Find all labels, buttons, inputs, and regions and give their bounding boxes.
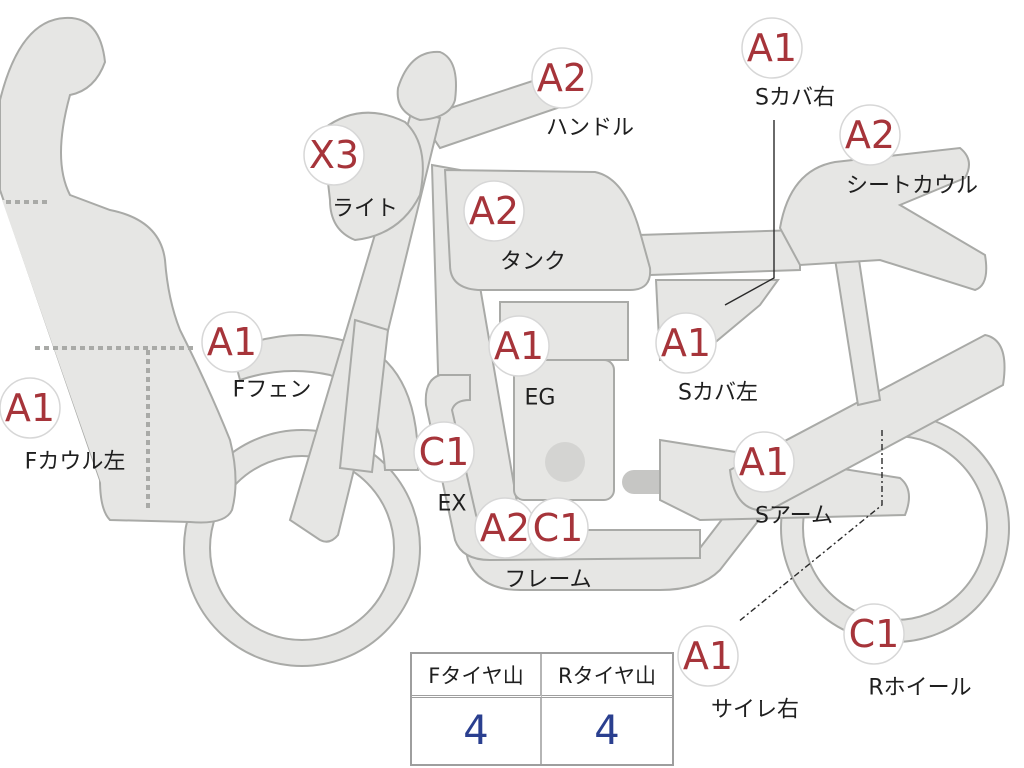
seat-cowl-shape — [778, 146, 988, 292]
label-light: ライト — [332, 197, 398, 222]
tire-tread-table: Fタイヤ山 Rタイヤ山 4 4 — [410, 652, 674, 766]
exhaust-shape — [424, 374, 701, 562]
mirror-shape — [396, 50, 457, 122]
svg-text:A2: A2 — [537, 56, 587, 100]
front-tread-value[interactable]: 4 — [412, 698, 542, 764]
silencer-shape — [728, 333, 1006, 512]
badge-light[interactable]: X3 — [303, 124, 365, 186]
svg-text:C1: C1 — [849, 612, 900, 656]
leader-s-cover-right — [724, 120, 775, 306]
badge-s-cover-right[interactable]: A1 — [741, 17, 803, 79]
svg-text:A1: A1 — [5, 386, 55, 430]
svg-text:C1: C1 — [533, 506, 584, 550]
badge-tank[interactable]: A2 — [463, 180, 525, 242]
badge-seat-cowl[interactable]: A2 — [839, 104, 901, 166]
svg-text:A1: A1 — [747, 26, 797, 70]
rear-shock-shape — [830, 239, 882, 407]
leader-silencer-right — [737, 430, 883, 623]
front-tread-header: Fタイヤ山 — [412, 654, 542, 698]
badge-r-wheel[interactable]: C1 — [843, 603, 905, 665]
badge-exhaust[interactable]: C1 — [413, 421, 475, 483]
svg-text:A2: A2 — [480, 506, 530, 550]
rear-tread-value[interactable]: 4 — [594, 708, 620, 754]
label-frame: フレーム — [504, 568, 591, 593]
label-r-wheel: Rホイール — [868, 676, 971, 701]
svg-text:A1: A1 — [661, 321, 711, 365]
svg-text:A1: A1 — [683, 634, 733, 678]
fork-guard-shape — [338, 318, 390, 474]
svg-text:X3: X3 — [309, 133, 359, 177]
badge-f-cowl-left[interactable]: A1 — [0, 377, 61, 439]
label-silencer-right: サイレ右 — [711, 698, 799, 723]
svg-text:A2: A2 — [845, 113, 895, 157]
svg-text:C1: C1 — [419, 430, 470, 474]
svg-text:A1: A1 — [207, 320, 257, 364]
label-f-fender: Fフェン — [233, 378, 312, 403]
badge-frame-c[interactable]: C1 — [527, 497, 589, 559]
badge-frame-a[interactable]: A2 — [474, 497, 536, 559]
badge-handle[interactable]: A2 — [531, 47, 593, 109]
badge-f-fender[interactable]: A1 — [201, 311, 263, 373]
svg-text:A2: A2 — [469, 189, 519, 233]
svg-text:A1: A1 — [494, 324, 544, 368]
badge-s-arm[interactable]: A1 — [733, 431, 795, 493]
label-engine: EG — [525, 386, 556, 411]
label-s-cover-left: Sカバ左 — [678, 381, 758, 406]
badge-s-cover-left[interactable]: A1 — [655, 312, 717, 374]
label-tank: タンク — [500, 250, 566, 275]
svg-text:A1: A1 — [739, 440, 789, 484]
front-wheel — [183, 429, 421, 667]
label-s-arm: Sアーム — [755, 504, 833, 529]
seat-shape — [636, 228, 801, 277]
label-handle: ハンドル — [546, 116, 634, 141]
rear-tread-header: Rタイヤ山 — [542, 654, 672, 698]
label-f-cowl-left: Fカウル左 — [25, 450, 126, 475]
front-cowl-left-panel — [2, 200, 234, 508]
label-s-cover-right: Sカバ右 — [755, 86, 835, 111]
badge-engine[interactable]: A1 — [488, 315, 550, 377]
label-exhaust: EX — [438, 492, 467, 517]
badge-silencer-right[interactable]: A1 — [677, 625, 739, 687]
label-seat-cowl: シートカウル — [846, 174, 978, 199]
